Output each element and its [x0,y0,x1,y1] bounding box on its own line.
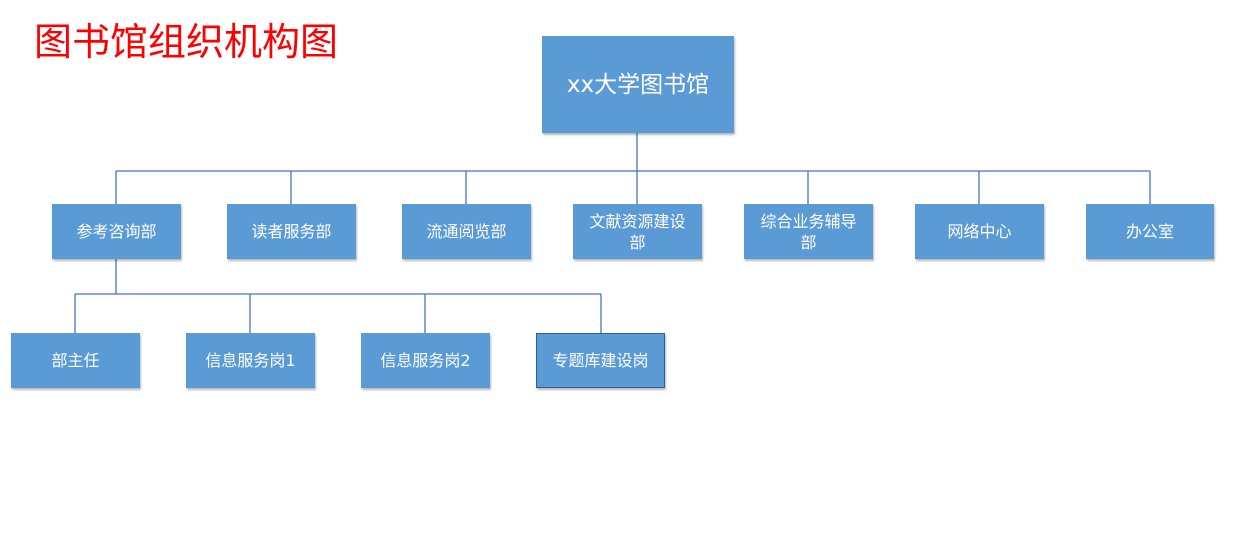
position-label: 专题库建设岗 [552,351,649,370]
position-box-director: 部主任 [11,333,140,388]
position-box-special-database: 专题库建设岗 [536,333,665,388]
position-box-info-service-2: 信息服务岗2 [361,333,490,388]
department-box-network-center: 网络中心 [915,204,1044,259]
department-box-reader-services: 读者服务部 [227,204,356,259]
department-label: 办公室 [1125,222,1174,241]
position-box-info-service-1: 信息服务岗1 [186,333,315,388]
page-title: 图书馆组织机构图 [34,20,339,64]
department-box-general-business: 综合业务辅导部 [744,204,873,259]
department-box-circulation: 流通阅览部 [402,204,531,259]
department-box-reference: 参考咨询部 [52,204,181,259]
department-label: 流通阅览部 [426,222,507,241]
department-label: 文献资源建设部 [589,211,686,252]
org-root-label: xx大学图书馆 [566,71,710,98]
department-label: 网络中心 [947,222,1012,241]
department-box-collection-development: 文献资源建设部 [573,204,702,259]
org-root-box: xx大学图书馆 [542,36,734,133]
department-box-office: 办公室 [1086,204,1214,259]
department-label: 参考咨询部 [76,222,157,241]
position-label: 信息服务岗2 [380,351,471,370]
position-label: 部主任 [51,351,100,370]
position-label: 信息服务岗1 [205,351,296,370]
department-label: 综合业务辅导部 [760,211,857,252]
department-label: 读者服务部 [251,222,332,241]
